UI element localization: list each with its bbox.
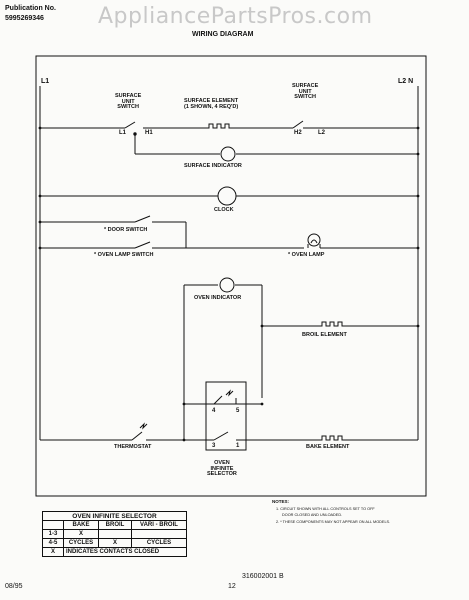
note-2: 2. * THESE COMPONENTS MAY NOT APPEAR ON … bbox=[276, 520, 391, 524]
oven-infinite-selector-box bbox=[205, 381, 247, 451]
bake-element-symbol bbox=[318, 435, 346, 441]
bake-element-label: BAKE ELEMENT bbox=[306, 444, 350, 450]
table-row: 4-5 CYCLES X CYCLES bbox=[42, 538, 187, 548]
table-title-row: OVEN INFINITE SELECTOR bbox=[42, 511, 187, 521]
oven-indicator-lamp bbox=[219, 277, 235, 293]
selector-terminal-4: 4 bbox=[212, 408, 216, 414]
l1-label: L1 bbox=[41, 78, 50, 85]
surface-element-label: SURFACE ELEMENT (1 SHOWN, 4 REQ'D) bbox=[184, 98, 239, 110]
table-header-row: BAKE BROIL VARI - BROIL bbox=[42, 520, 187, 530]
selector-terminal-5: 5 bbox=[236, 408, 240, 414]
thermostat-label: THERMOSTAT bbox=[114, 444, 152, 450]
table-header: VARI - BROIL bbox=[131, 520, 187, 530]
terminal-h1-label: H1 bbox=[145, 130, 153, 136]
oven-infinite-selector-label: OVEN INFINITE SELECTOR bbox=[207, 460, 237, 477]
diagram-frame bbox=[35, 55, 427, 497]
oven-lamp-label: * OVEN LAMP bbox=[288, 252, 325, 258]
surface-indicator-label: SURFACE INDICATOR bbox=[184, 163, 242, 169]
publication-label: Publication No. bbox=[5, 5, 56, 12]
part-number: 316002001 B bbox=[242, 573, 284, 580]
publication-number: 5995269346 bbox=[5, 15, 44, 22]
table-cell: 4-5 bbox=[42, 538, 64, 548]
table-cell: X bbox=[98, 538, 132, 548]
table-title: OVEN INFINITE SELECTOR bbox=[42, 511, 187, 521]
page-number: 12 bbox=[228, 583, 236, 590]
surface-indicator-lamp bbox=[220, 146, 236, 162]
clock-symbol bbox=[217, 186, 237, 206]
terminal-h2-label: H2 bbox=[294, 130, 302, 136]
terminal-l1-label: L1 bbox=[119, 130, 127, 136]
table-cell: CYCLES bbox=[63, 538, 99, 548]
table-cell bbox=[98, 529, 132, 539]
selector-terminal-1: 1 bbox=[236, 443, 240, 449]
surface-unit-switch-left-label: SURFACE UNIT SWITCH bbox=[115, 93, 142, 110]
table-cell: X bbox=[63, 529, 99, 539]
broil-element-symbol bbox=[318, 321, 346, 327]
clock-label: CLOCK bbox=[214, 207, 234, 213]
oven-selector-table: OVEN INFINITE SELECTOR BAKE BROIL VARI -… bbox=[42, 511, 187, 557]
surface-element-symbol bbox=[205, 123, 233, 129]
table-header: BAKE bbox=[63, 520, 99, 530]
oven-indicator-label: OVEN INDICATOR bbox=[194, 295, 242, 301]
selector-terminal-3: 3 bbox=[212, 443, 216, 449]
broil-element-label: BROIL ELEMENT bbox=[302, 332, 347, 338]
table-cell: INDICATES CONTACTS CLOSED bbox=[63, 547, 187, 557]
oven-lamp-symbol bbox=[307, 233, 321, 247]
footer-date: 08/95 bbox=[5, 583, 23, 590]
table-header: BROIL bbox=[98, 520, 132, 530]
oven-lamp-switch-label: * OVEN LAMP SWITCH bbox=[94, 252, 154, 258]
diagram-title: WIRING DIAGRAM bbox=[192, 31, 254, 38]
table-row: 1-3 X bbox=[42, 529, 187, 539]
notes-heading: NOTES: bbox=[272, 499, 290, 504]
l2-n-label: L2 N bbox=[398, 78, 414, 85]
table-cell: 1-3 bbox=[42, 529, 64, 539]
table-cell: X bbox=[42, 547, 64, 557]
door-switch-label: * DOOR SWITCH bbox=[104, 227, 148, 233]
note-1: 1. CIRCUIT SHOWN WITH ALL CONTROLS SET T… bbox=[276, 507, 375, 511]
table-header bbox=[42, 520, 64, 530]
table-cell bbox=[131, 529, 187, 539]
table-cell: CYCLES bbox=[131, 538, 187, 548]
note-1-continued: DOOR CLOSED AND UNLOADED. bbox=[282, 513, 343, 517]
table-row: X INDICATES CONTACTS CLOSED bbox=[42, 547, 187, 557]
terminal-l2-label: L2 bbox=[318, 130, 326, 136]
watermark: AppliancePartsPros.com bbox=[98, 4, 373, 29]
surface-unit-switch-right-label: SURFACE UNIT SWITCH bbox=[292, 83, 319, 100]
